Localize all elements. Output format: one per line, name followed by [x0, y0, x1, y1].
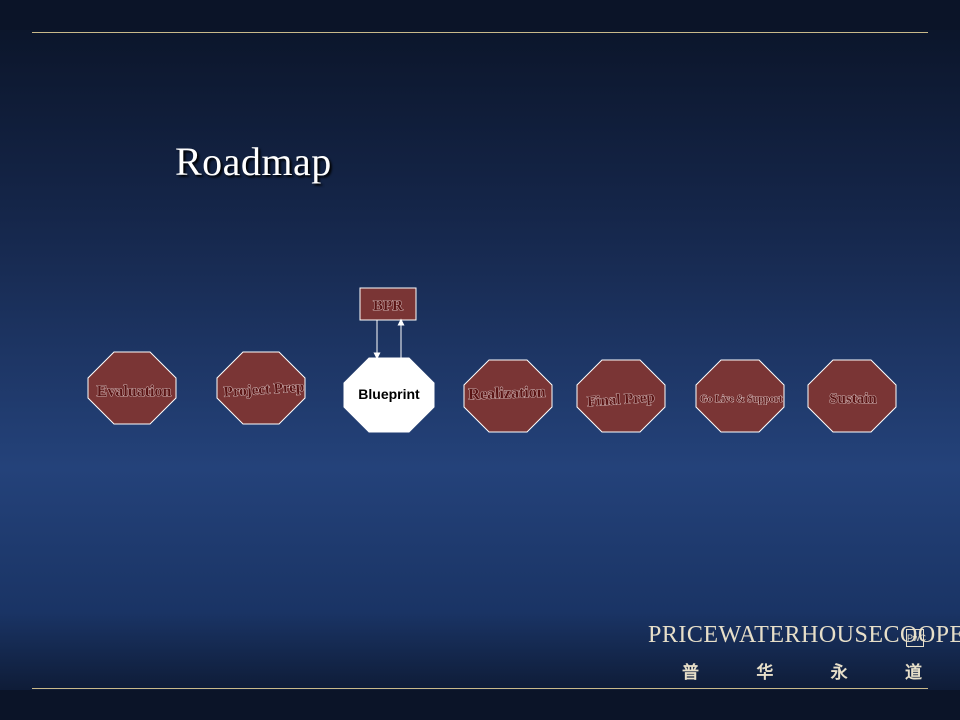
logo-cn-char: 普: [682, 663, 699, 683]
bpr-label: BPR: [373, 298, 403, 314]
logo-cn-char: 道: [904, 663, 922, 683]
phase-sustain: Sustain: [807, 359, 897, 433]
logo-cn-char: 永: [830, 663, 848, 683]
logo-badge: PwC: [906, 629, 926, 647]
logo-wordmark: PRICEWATERHOUSECOOPERS: [648, 622, 960, 648]
phase-label-project-prep: Project Prep: [223, 379, 305, 401]
bpr-box: BPR: [359, 287, 417, 321]
logo-cn-char: 华: [756, 663, 774, 683]
phase-label-evaluation: Evaluation: [97, 383, 172, 400]
slide-title: Roadmap: [175, 139, 332, 184]
phase-label-final-prep: Final Prep: [587, 390, 656, 411]
pwc-logo: PRICEWATERHOUSECOOPERS PwC 普 华 永 道: [648, 622, 960, 684]
phase-go-live: Go Live & Support: [695, 359, 785, 433]
phase-label-realization: Realization: [468, 384, 546, 404]
phase-realization: Realization: [463, 359, 553, 433]
top-band: [0, 0, 960, 30]
phase-project-prep: Project Prep: [216, 351, 306, 425]
bottom-band: [0, 690, 960, 720]
phase-label-go-live: Go Live & Support: [700, 394, 783, 405]
phase-label-sustain: Sustain: [829, 391, 877, 407]
phase-label-blueprint: Blueprint: [358, 386, 420, 402]
phase-final-prep: Final Prep: [576, 359, 666, 433]
bottom-rule: [32, 688, 928, 689]
phase-blueprint: Blueprint: [343, 357, 435, 433]
phase-evaluation: Evaluation: [87, 351, 177, 425]
logo-chinese-name: 普 华 永 道: [682, 658, 922, 683]
top-rule: [32, 32, 928, 33]
